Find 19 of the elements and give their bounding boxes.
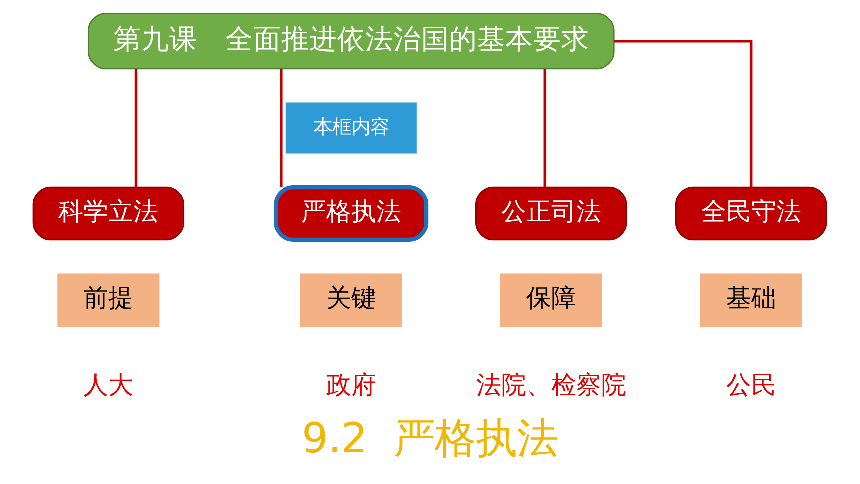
connector bbox=[134, 69, 138, 188]
label: 法院、检察院 bbox=[476, 370, 626, 400]
node-box: 公正司法 bbox=[476, 186, 628, 241]
label: 公民 bbox=[726, 370, 776, 400]
caption: 9.2 严格执法 bbox=[302, 414, 558, 462]
node-box: 第九课 全面推进依法治国的基本要求 bbox=[88, 13, 615, 70]
label: 政府 bbox=[326, 370, 376, 400]
node-box: 全民守法 bbox=[675, 186, 828, 241]
node-box: 基础 bbox=[700, 274, 802, 328]
connector bbox=[280, 69, 283, 188]
connector bbox=[544, 69, 547, 188]
label: 人大 bbox=[84, 370, 134, 400]
node-box: 本框内容 bbox=[286, 102, 417, 154]
node-box: 保障 bbox=[500, 274, 602, 328]
node-box: 前提 bbox=[58, 274, 160, 328]
node-box: 关键 bbox=[300, 274, 402, 328]
connector bbox=[614, 40, 753, 188]
node-box: 科学立法 bbox=[32, 186, 185, 241]
node-box: 严格执法 bbox=[274, 185, 429, 242]
